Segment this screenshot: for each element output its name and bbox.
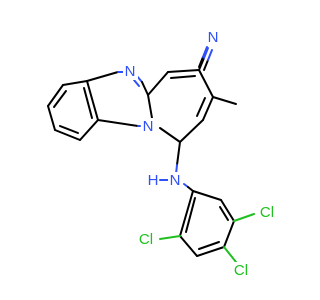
double-bond-inner (53, 90, 67, 108)
atom-n-nitrile: N (208, 29, 219, 46)
bond (198, 56, 204, 68)
bond (97, 119, 139, 127)
bond (62, 80, 88, 86)
methyl-bond (212, 96, 237, 105)
bond (202, 96, 214, 121)
bond (141, 81, 149, 96)
atom-cl-meta: Cl (260, 204, 274, 221)
pyridine-ring (147, 69, 214, 143)
atom-h: H (148, 172, 159, 189)
bond (147, 94, 153, 119)
atom-nh-n: N (170, 172, 181, 189)
atom-cl-ortho: Cl (139, 231, 153, 248)
bond (54, 129, 81, 141)
double-bond-inner (83, 87, 93, 119)
structure-canvas: N N N N H Cl Cl Cl (47, 28, 279, 279)
double-bond-inner (198, 241, 220, 250)
double-bond-inner (170, 75, 196, 79)
bond (220, 199, 235, 222)
nitrile-group (198, 46, 213, 71)
cl-bond (223, 246, 237, 263)
bond (192, 190, 222, 201)
bond (179, 235, 198, 257)
bond (198, 69, 214, 98)
bond (167, 69, 200, 73)
bond (86, 71, 119, 82)
bond (203, 47, 209, 59)
bond (179, 190, 194, 237)
bond (47, 84, 64, 107)
bond (176, 141, 181, 166)
bond (47, 105, 56, 131)
bond (202, 46, 208, 58)
atom-cl-para: Cl (234, 262, 248, 279)
bond (147, 71, 169, 96)
imidazole-ring (86, 71, 149, 127)
bond (86, 80, 99, 121)
bond (196, 246, 225, 257)
double-bond-inner (59, 125, 79, 134)
double-bond-inner (185, 197, 196, 233)
bond (187, 186, 194, 192)
bond (179, 119, 204, 143)
molecule-drawing: N N N N H Cl Cl Cl (47, 28, 279, 279)
cl-bond (233, 213, 255, 222)
cl-bond (159, 235, 181, 240)
bond (223, 220, 235, 248)
bond (207, 49, 213, 61)
bond (198, 57, 205, 71)
bond (159, 127, 181, 143)
benzo-ring (47, 80, 99, 141)
atom-n-imidazole: N (125, 63, 136, 80)
atom-labels: N N N N H Cl Cl Cl (123, 29, 279, 279)
bond (79, 119, 99, 141)
atom-n-bridge: N (143, 118, 154, 135)
double-bond-inner (196, 97, 206, 117)
trichlorophenyl-ring (179, 190, 235, 257)
double-bond-inner (219, 206, 229, 221)
bond (203, 59, 209, 71)
double-bond-inner (133, 79, 140, 87)
